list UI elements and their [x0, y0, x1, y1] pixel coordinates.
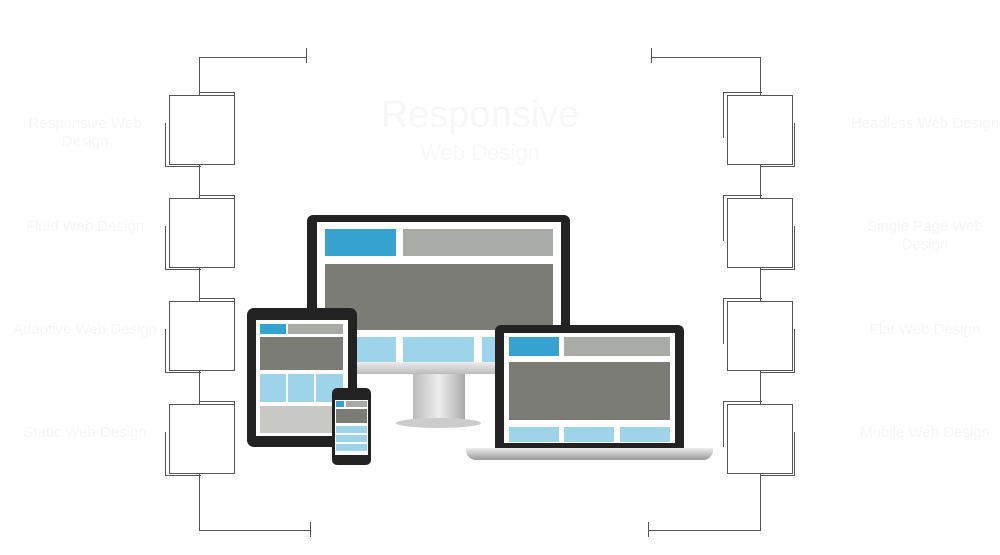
box-bracket: [165, 123, 201, 167]
feature-box-right[interactable]: [727, 301, 793, 371]
monitor-screen: [317, 222, 561, 362]
connector-line: [199, 530, 310, 531]
connector-line: [199, 57, 200, 531]
box-bracket: [760, 432, 795, 476]
box-bracket: [165, 329, 201, 373]
box-bracket: [165, 226, 201, 270]
box-bracket: [760, 226, 795, 270]
connector-tick: [306, 48, 307, 63]
feature-box-left[interactable]: [169, 95, 235, 165]
right-feature-label: Mobile Web Design: [860, 424, 990, 441]
connector-tick: [651, 48, 652, 63]
box-bracket: [760, 329, 795, 373]
page-title: Responsive: [380, 94, 580, 136]
left-feature-label: Responsive Web Design: [28, 115, 142, 150]
connector-line: [760, 57, 761, 531]
right-feature-label: Flat Web Design: [869, 321, 981, 338]
right-feature-label: Headless Web Design: [850, 115, 1000, 132]
phone-screen: [335, 400, 368, 455]
connector-line: [651, 57, 760, 58]
left-feature-label: Static Web Design: [23, 424, 147, 441]
left-feature-label: Fluid Web Design: [25, 218, 145, 235]
box-bracket: [723, 401, 762, 447]
feature-box-right[interactable]: [727, 404, 793, 474]
laptop-screen: [504, 333, 675, 443]
connector-tick: [648, 522, 649, 537]
monitor-base: [396, 418, 481, 428]
connector-line: [199, 57, 306, 58]
feature-box-left[interactable]: [169, 198, 235, 268]
feature-box-right[interactable]: [727, 95, 793, 165]
left-feature-label: Adaptive Web Design: [13, 321, 157, 338]
page-subtitle: Web Design: [420, 140, 540, 165]
laptop-base: [466, 448, 713, 460]
box-bracket: [723, 298, 762, 344]
box-bracket: [723, 195, 762, 241]
box-bracket: [165, 432, 201, 476]
connector-line: [648, 530, 760, 531]
right-feature-label: Single Page Web Design: [867, 218, 983, 253]
box-bracket: [723, 92, 762, 138]
feature-box-left[interactable]: [169, 301, 235, 371]
feature-box-left[interactable]: [169, 404, 235, 474]
feature-box-right[interactable]: [727, 198, 793, 268]
monitor-stand: [413, 374, 465, 420]
box-bracket: [760, 123, 795, 167]
connector-tick: [310, 522, 311, 537]
